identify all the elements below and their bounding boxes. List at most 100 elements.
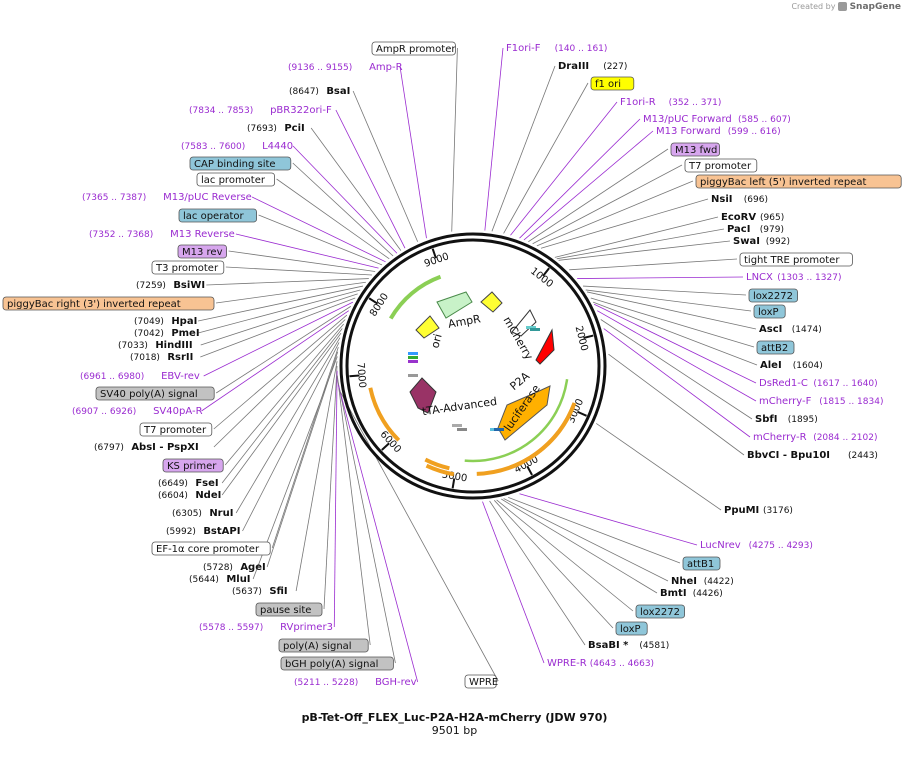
leader-61: [600, 319, 753, 420]
enzyme-position: (5644): [189, 575, 219, 585]
label-f1ori-r: F1ori-R(352 .. 371): [620, 97, 721, 108]
leader-3: [335, 109, 406, 249]
tick-2000: [583, 334, 594, 339]
label-ks-primer: KS primer: [162, 458, 224, 473]
primer-name: WPRE-R: [547, 658, 587, 669]
leader-45: [528, 148, 669, 243]
leader-41: [503, 82, 589, 234]
label-box: [162, 458, 224, 473]
enzyme-name: HindIII: [155, 340, 192, 351]
tick-1000: [542, 267, 550, 277]
inner-strand: [345, 238, 601, 494]
label-draiii: DraIII(227): [558, 61, 627, 72]
label-sbfi: SbfI(1895): [755, 414, 818, 425]
label-text: CAP binding site: [194, 159, 276, 170]
primer-name: L4440: [262, 141, 293, 152]
regulatory-block-4: [457, 428, 467, 431]
label-box: [139, 422, 213, 437]
label-text: loxP: [758, 307, 779, 318]
leader-22: [213, 314, 348, 430]
leader-52: [569, 258, 738, 271]
label-m13-forward: M13 Forward(599 .. 616): [656, 126, 781, 137]
label-text: lox2272: [753, 291, 793, 302]
plasmid-title: pB-Tet-Off_FLEX_Luc-P2A-H2A-mCherry (JDW…: [301, 711, 608, 724]
label-box: [2, 296, 215, 311]
label-box: [178, 208, 257, 223]
leader-7: [276, 178, 390, 260]
label-text: lox2272: [640, 607, 680, 618]
primer-name: EBV-rev: [161, 371, 200, 382]
label-box: [756, 340, 795, 355]
label-paci: PacI(979): [727, 224, 784, 235]
enzyme-name: HpaI: [171, 316, 197, 327]
label-f1ori-f: F1ori-F(140 .. 161): [506, 43, 607, 54]
enzyme-position: (696): [744, 195, 768, 205]
label-loxp: loxP: [615, 621, 648, 636]
leader-5: [292, 145, 398, 254]
enzyme-position: (965): [760, 213, 784, 223]
enzyme-name: NheI: [671, 576, 697, 587]
primer-name: M13/pUC Forward: [643, 114, 732, 125]
label-text: pause site: [260, 605, 311, 616]
label-text: M13 rev: [182, 247, 223, 258]
leader-53: [577, 276, 744, 279]
regulatory-block-1: [408, 356, 418, 359]
enzyme-position: (5637): [232, 587, 262, 597]
enzyme-position: (1895): [788, 415, 818, 425]
primer-name: LNCX: [746, 272, 773, 283]
enzyme-position: (7042): [134, 329, 164, 339]
leader-56: [586, 291, 757, 330]
label-lncx: LNCX (1303 .. 1327): [746, 272, 841, 283]
orf-outline-right: [464, 379, 569, 463]
label-text: attB2: [761, 343, 788, 354]
label-lox2272: lox2272: [635, 604, 685, 619]
enzyme-name: AscI: [759, 324, 782, 335]
snapgene-name: SnapGene: [849, 2, 901, 12]
label-box: [371, 41, 456, 56]
enzyme-position: (6797): [94, 443, 124, 453]
leader-29: [271, 346, 339, 549]
orf-arc-5000b: [424, 457, 450, 471]
leader-36: [337, 380, 396, 664]
primer-range: (1303 .. 1327): [777, 273, 841, 283]
leader-51: [558, 240, 731, 261]
label-pmei: (7042)PmeI: [134, 328, 200, 339]
label-text: M13 fwd: [675, 145, 717, 156]
label-box: [151, 260, 225, 275]
label-attb2: attB2: [756, 340, 795, 355]
regulatory-block-6: [494, 428, 504, 431]
primer-name: M13 Forward: [656, 126, 721, 137]
tick-label-2000: 2000: [573, 325, 590, 352]
label-m13-rev: M13 rev: [177, 244, 227, 259]
label-ebv-rev: (6961 .. 6980)EBV-rev: [80, 371, 200, 382]
leader-4: [310, 127, 402, 251]
leader-26: [221, 332, 342, 496]
tick-7000: [349, 374, 360, 378]
label-box: [739, 252, 853, 267]
leader-47: [536, 180, 694, 247]
regulatory-block-2: [408, 360, 418, 363]
label-l4440: (7583 .. 7600)L4440: [181, 141, 293, 152]
label-asci: AscI(1474): [759, 324, 822, 335]
orf-arc-tta: [368, 387, 401, 442]
enzyme-name: AgeI: [240, 562, 265, 573]
label-text: T7 promoter: [143, 425, 207, 436]
leader-9: [258, 214, 383, 266]
leader-35: [336, 375, 371, 646]
enzyme-position: (8647): [289, 87, 319, 97]
leader-6: [292, 162, 394, 257]
label-text: AmpR promoter: [376, 44, 456, 55]
leader-0: [451, 47, 458, 232]
label-box: [748, 288, 798, 303]
leader-16: [198, 289, 361, 334]
label-box: [682, 556, 721, 571]
label-bsiwi: (7259)BsiWI: [136, 280, 205, 291]
primer-range: (5211 .. 5228): [294, 678, 358, 688]
label-bstapi: (5992)BstAPI: [166, 526, 240, 537]
label-box: [590, 76, 635, 91]
label-text: f1 ori: [595, 79, 621, 90]
leader-25: [221, 328, 343, 484]
leader-68: [501, 498, 658, 594]
leader-1: [399, 66, 427, 239]
label-text: attB1: [687, 559, 714, 570]
